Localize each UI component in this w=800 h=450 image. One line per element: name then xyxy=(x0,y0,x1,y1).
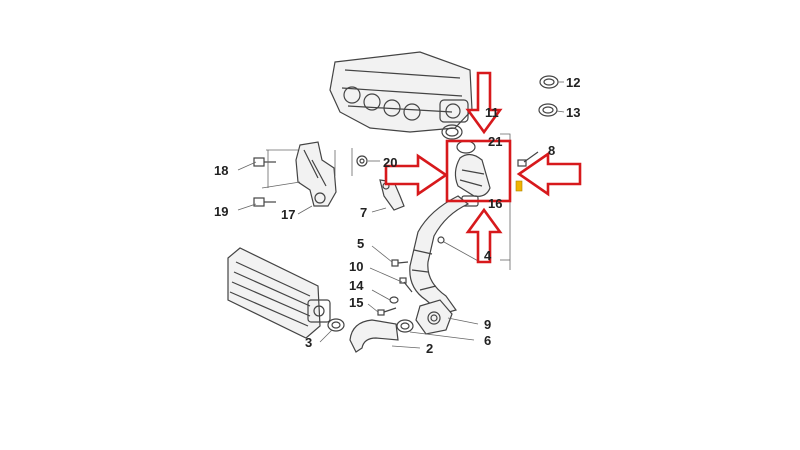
arrow-up xyxy=(465,207,503,264)
clamp-6 xyxy=(396,319,414,333)
label-2: 2 xyxy=(426,341,433,356)
label-14: 14 xyxy=(349,278,364,293)
label-7: 7 xyxy=(360,205,367,220)
arrow-left xyxy=(516,151,582,197)
nut-20 xyxy=(356,155,368,167)
label-3: 3 xyxy=(305,335,312,350)
bolt-10 xyxy=(399,277,413,293)
washer-14 xyxy=(389,296,399,304)
label-8: 8 xyxy=(548,143,555,158)
label-18: 18 xyxy=(214,163,228,178)
accent-tab xyxy=(515,180,523,192)
hose-2 xyxy=(349,319,399,353)
label-13: 13 xyxy=(566,105,580,120)
label-16: 16 xyxy=(488,196,502,211)
arrow-right xyxy=(384,153,449,197)
bracket-17 xyxy=(295,141,337,207)
label-11: 11 xyxy=(485,105,499,120)
arrow-down xyxy=(465,71,503,135)
label-20: 20 xyxy=(383,155,397,170)
label-12: 12 xyxy=(566,75,580,90)
clamp-13 xyxy=(538,103,558,117)
bolt-5 xyxy=(391,259,409,267)
bolt-18 xyxy=(253,157,276,167)
highlight-box xyxy=(445,139,512,203)
bolt-19 xyxy=(253,197,276,207)
label-4: 4 xyxy=(484,248,492,263)
bolt-8 xyxy=(517,151,539,167)
clamp-12 xyxy=(539,75,559,89)
bolt-15 xyxy=(377,307,397,316)
clamp-11 xyxy=(441,124,463,140)
intercooler-pipe-4 xyxy=(409,195,470,315)
intercooler xyxy=(227,247,331,339)
flange-9 xyxy=(415,299,453,335)
upper-hose xyxy=(454,140,491,207)
clamp-3 xyxy=(327,318,345,332)
label-9: 9 xyxy=(484,317,491,332)
label-17: 17 xyxy=(281,207,295,222)
intake-manifold xyxy=(329,51,473,133)
label-10: 10 xyxy=(349,259,363,274)
label-15: 15 xyxy=(349,295,363,310)
label-6: 6 xyxy=(484,333,491,348)
label-5: 5 xyxy=(357,236,364,251)
label-19: 19 xyxy=(214,204,228,219)
label-21: 21 xyxy=(488,134,502,149)
